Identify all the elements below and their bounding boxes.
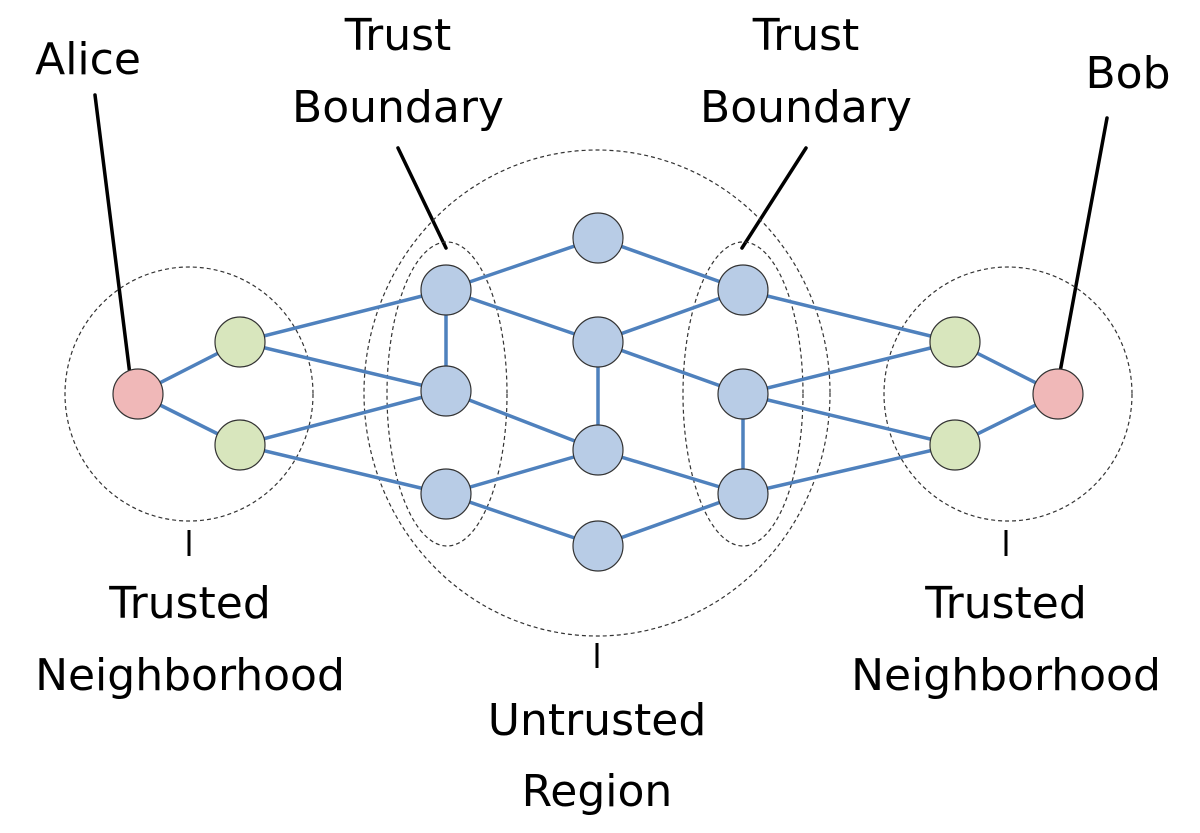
edge-nl1-b1 — [238, 288, 448, 344]
edge-c2-nr2 — [741, 392, 957, 447]
trust-boundary-right-pointer — [740, 146, 808, 250]
untrusted-region-label-line1: Untrusted — [488, 695, 707, 746]
trusted-neighborhood-right-label-line2: Neighborhood — [851, 650, 1161, 701]
node-nl1 — [214, 316, 266, 368]
edge-c1-nr1 — [741, 288, 957, 344]
node-c2 — [717, 368, 769, 420]
untrusted-region-label-line2: Region — [522, 766, 673, 817]
alice-label: Alice — [35, 34, 141, 85]
node-c1 — [717, 264, 769, 316]
edge-m2-c1 — [596, 288, 745, 344]
trusted-neighborhood-left-outline — [64, 266, 314, 522]
edge-c2-nr1 — [741, 340, 957, 396]
node-alice — [112, 368, 164, 420]
bob-label: Bob — [1085, 48, 1170, 99]
node-m2 — [572, 316, 624, 368]
trusted-neighborhood-left-label-line2: Neighborhood — [35, 650, 345, 701]
edge-b1-m2 — [444, 288, 600, 344]
edge-m2-c2 — [596, 340, 745, 396]
node-bob — [1032, 368, 1084, 420]
node-nr1 — [929, 316, 981, 368]
alice-pointer — [93, 93, 133, 385]
edge-nl1-b2 — [238, 340, 448, 393]
trust-boundary-right-label-line1: Trust — [752, 10, 860, 61]
node-b2 — [420, 365, 472, 417]
node-b1 — [420, 264, 472, 316]
node-c3 — [717, 468, 769, 520]
node-nr2 — [929, 419, 981, 471]
bob-pointer — [1056, 116, 1109, 385]
trust-boundary-left-label-line2: Boundary — [292, 82, 504, 133]
node-m1 — [572, 212, 624, 264]
edge-b1-m1 — [444, 236, 600, 292]
trust-boundary-left-pointer — [396, 146, 448, 250]
node-b3 — [420, 468, 472, 520]
edge-nl2-b2 — [238, 389, 448, 447]
untrusted-region-outline — [363, 149, 831, 637]
edge-m1-c1 — [596, 236, 745, 292]
node-nl2 — [214, 419, 266, 471]
node-m4 — [572, 520, 624, 572]
edge-c3-nr2 — [741, 443, 957, 496]
edge-m4-c3 — [596, 492, 745, 548]
network-edges — [136, 236, 1060, 548]
trust-boundary-right-outline — [682, 241, 804, 547]
node-m3 — [572, 424, 624, 476]
trusted-neighborhood-right-label-line1: Trusted — [924, 578, 1087, 629]
network-nodes — [112, 212, 1084, 572]
edge-b3-m3 — [444, 448, 600, 496]
trusted-neighborhood-right-outline — [883, 266, 1133, 522]
edge-b3-m4 — [444, 492, 600, 548]
edge-nl2-b3 — [238, 443, 448, 496]
trusted-neighborhood-left-label-line1: Trusted — [108, 578, 271, 629]
trust-boundary-left-label-line1: Trust — [344, 10, 452, 61]
trust-boundary-left-outline — [386, 241, 508, 547]
edge-b2-m3 — [444, 389, 600, 452]
trust-boundary-right-label-line2: Boundary — [700, 82, 912, 133]
